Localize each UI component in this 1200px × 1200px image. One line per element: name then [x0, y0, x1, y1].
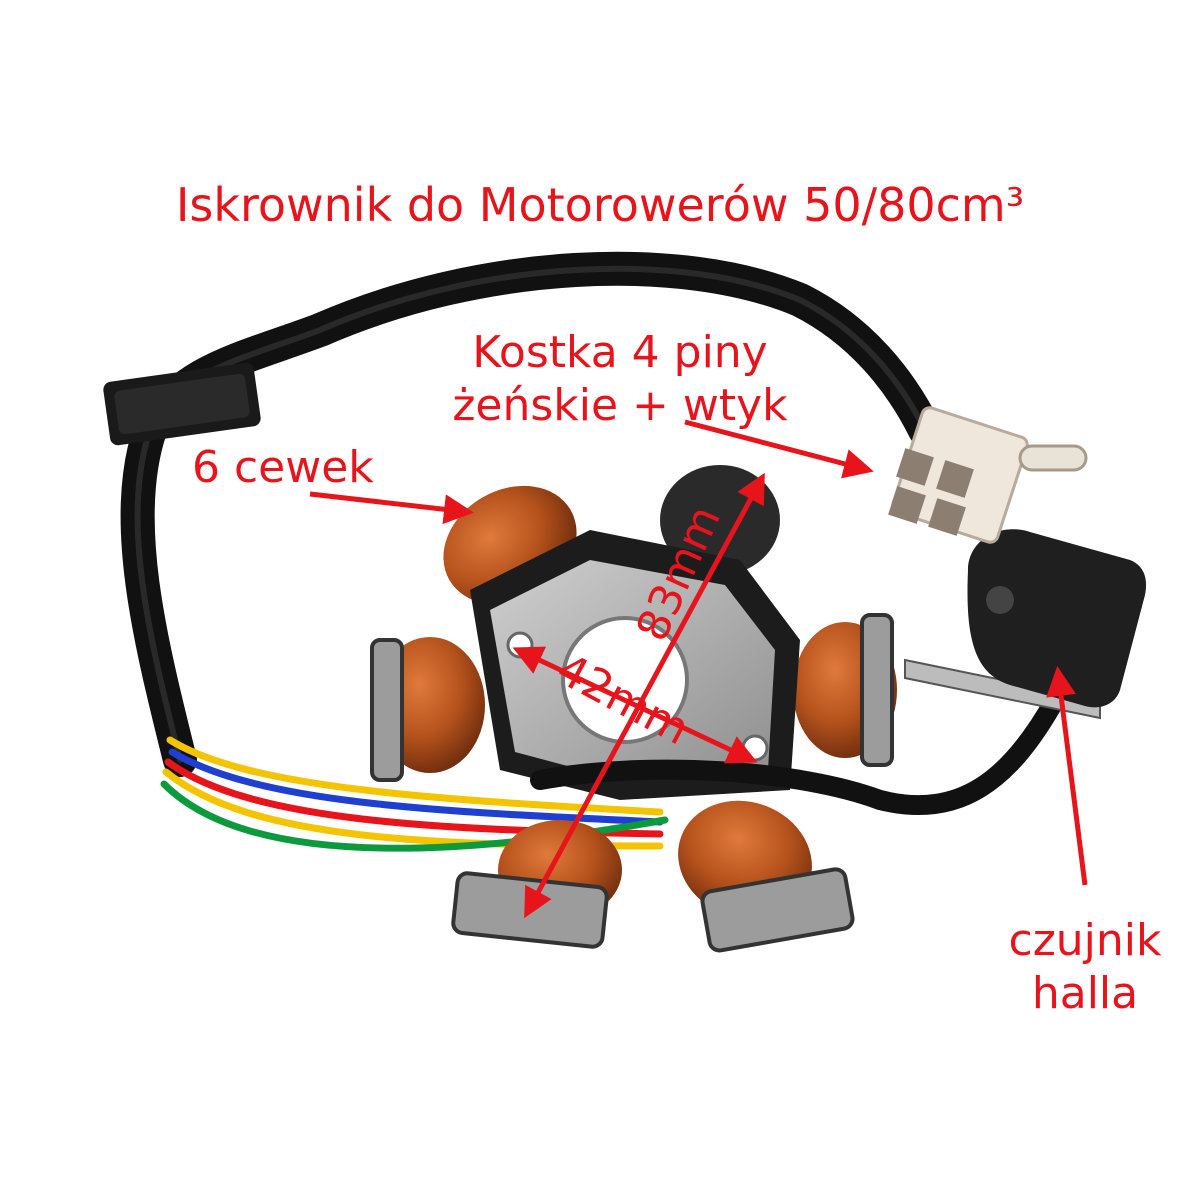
hall-sensor: [904, 529, 1147, 720]
connector-4pin: [888, 406, 1088, 544]
inner-dimension-line: [512, 646, 758, 764]
coils-arrow: [309, 491, 474, 525]
coils-label: 6 cewek: [192, 442, 374, 493]
main-cable: [120, 251, 942, 777]
annotation-arrows: [309, 419, 1088, 919]
sensor-arrow: [1046, 666, 1088, 886]
sensor-label-line2: halla: [1031, 967, 1139, 1019]
connector-label-line2: żeńskie + wtyk: [452, 379, 788, 431]
page-title: Iskrownik do Motorowerów 50/80cm³: [175, 178, 1025, 232]
sensor-label-line1: czujnik: [1008, 915, 1162, 966]
connector-label-line1: Kostka 4 piny: [472, 327, 768, 378]
connector-label: Kostka 4 piny żeńskie + wtyk: [420, 327, 820, 433]
hall-sensor-label: czujnik halla: [970, 915, 1200, 1021]
rubber-grommet: [103, 362, 261, 446]
connector-arrow: [684, 419, 874, 479]
